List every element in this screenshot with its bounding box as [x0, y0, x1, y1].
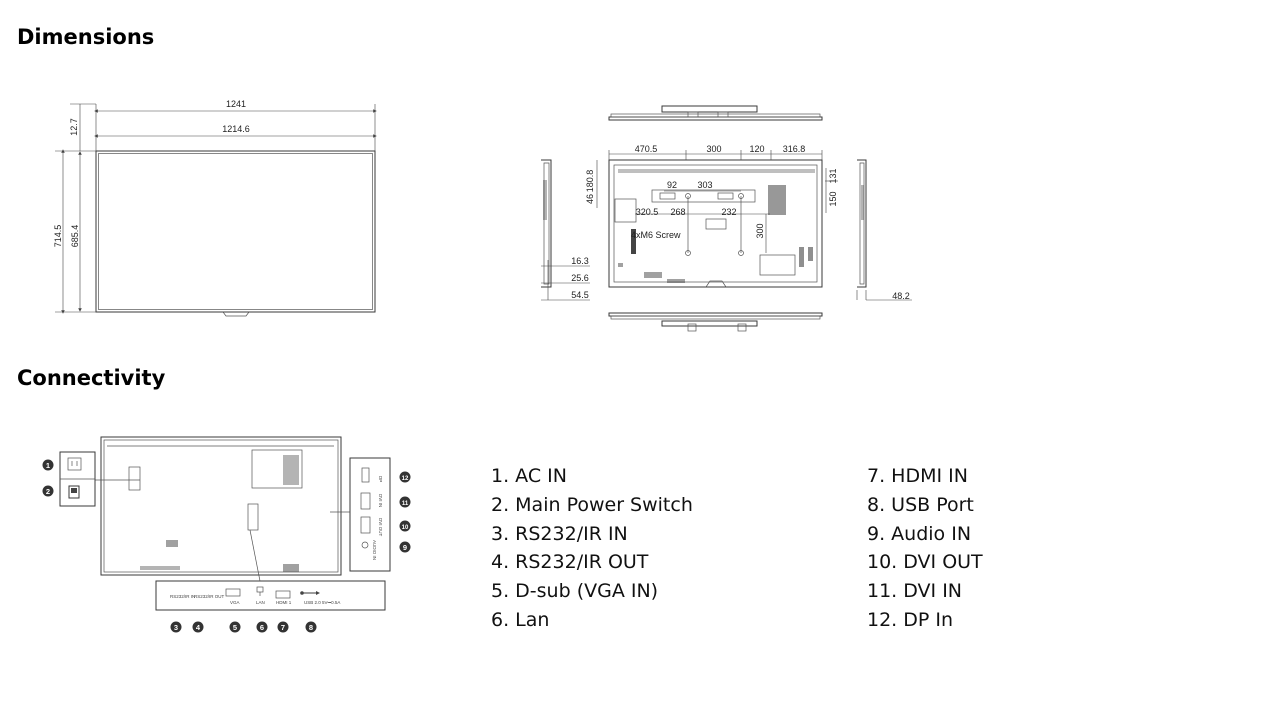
side-dim-3: 54.5 — [571, 290, 589, 300]
badge-3: 3 — [170, 621, 182, 633]
badge-11: 11 — [399, 496, 411, 508]
list-item: 12. DP In — [867, 608, 954, 631]
label-rs232-out: RS232/IR OUT — [194, 594, 225, 599]
rear-panel-drawing — [59, 436, 391, 611]
svg-text:5: 5 — [233, 623, 237, 632]
rear-dim-4: 316.8 — [783, 144, 806, 154]
label-dvi-out: DVI OUT — [378, 518, 383, 537]
label-dvi-in: DVI IN — [378, 494, 383, 507]
label-rs232-in: RS232/IR IN — [170, 594, 195, 599]
svg-text:4: 4 — [196, 623, 201, 632]
badge-12: 12 — [399, 471, 411, 483]
label-hdmi: HDMI 1 — [276, 600, 292, 605]
usb-icon — [300, 591, 320, 595]
svg-text:9: 9 — [403, 543, 407, 552]
list-item: 11. DVI IN — [867, 580, 963, 603]
label-lan: LAN — [256, 600, 265, 605]
rear-dim-10: 320.5 — [636, 207, 659, 217]
rear-dim-3: 120 — [749, 144, 764, 154]
rear-dim-9: 180.8 — [585, 170, 595, 193]
badge-8: 8 — [305, 621, 317, 633]
list-item: 3. RS232/IR IN — [491, 522, 628, 545]
svg-text:2: 2 — [46, 487, 50, 496]
svg-text:7: 7 — [281, 623, 285, 632]
badge-7: 7 — [277, 621, 289, 633]
dim-width-outer: 1241 — [226, 99, 246, 109]
svg-text:10: 10 — [402, 525, 409, 531]
label-usb: USB 2.0 5V⎓0.5A — [304, 600, 340, 605]
rear-dim-8: 46 — [585, 194, 595, 204]
connectivity-heading: Connectivity — [17, 366, 166, 390]
dim-bezel-top: 12.7 — [69, 118, 79, 136]
list-item: 1. AC IN — [491, 465, 567, 487]
badge-4: 4 — [192, 621, 204, 633]
svg-text:6: 6 — [260, 623, 264, 632]
power-plug-icon — [67, 457, 82, 471]
front-view-drawing — [55, 103, 377, 317]
list-item: 5. D-sub (VGA IN) — [491, 580, 659, 603]
connectivity-list-right: 7. HDMI IN 8. USB Port 9. Audio IN 10. D… — [867, 462, 983, 635]
rear-dim-13: 150 — [828, 191, 838, 206]
list-item: 9. Audio IN — [867, 522, 972, 545]
badge-6: 6 — [256, 621, 268, 633]
badge-1: 1 — [42, 459, 54, 471]
dim-height-outer: 714.5 — [53, 225, 63, 248]
rear-dim-7: 131 — [828, 168, 838, 183]
list-item: 10. DVI OUT — [867, 551, 983, 574]
svg-text:3: 3 — [174, 623, 178, 632]
rear-dim-11: 268 — [670, 207, 685, 217]
depth-dim: 48.2 — [892, 291, 910, 301]
lan-icon — [256, 586, 264, 596]
svg-text:8: 8 — [309, 623, 313, 632]
rear-dim-2: 300 — [706, 144, 721, 154]
rear-dim-6: 303 — [697, 180, 712, 190]
label-audio-in: AUDIO IN — [372, 540, 377, 560]
svg-text:12: 12 — [402, 476, 409, 482]
rear-view-drawing — [541, 105, 912, 332]
badge-2: 2 — [42, 485, 54, 497]
rear-dim-5: 92 — [667, 180, 677, 190]
side-dim-2: 25.6 — [571, 273, 589, 283]
connectivity-list-left: 1. AC IN 2. Main Power Switch 3. RS232/I… — [491, 462, 693, 635]
list-item: 2. Main Power Switch — [491, 493, 693, 516]
rear-dim-14: 300 — [755, 223, 765, 238]
power-switch-icon — [68, 485, 80, 499]
rear-dim-1: 470.5 — [635, 144, 658, 154]
label-dp: DP — [378, 476, 383, 482]
badge-9: 9 — [399, 541, 411, 553]
screw-label: 4xM6 Screw — [631, 230, 681, 240]
badge-5: 5 — [229, 621, 241, 633]
svg-text:1: 1 — [46, 461, 50, 470]
label-vga: VGA — [230, 600, 240, 605]
rear-dim-12: 232 — [721, 207, 736, 217]
side-dim-1: 16.3 — [571, 256, 589, 266]
svg-text:11: 11 — [402, 501, 409, 507]
dimensions-heading: Dimensions — [17, 25, 155, 49]
list-item: 4. RS232/IR OUT — [491, 551, 649, 574]
dim-width-inner: 1214.6 — [222, 124, 250, 134]
badge-10: 10 — [399, 520, 411, 532]
list-item: 7. HDMI IN — [867, 465, 968, 487]
list-item: 8. USB Port — [867, 493, 974, 516]
dim-height-inner: 685.4 — [70, 225, 80, 248]
list-item: 6. Lan — [491, 608, 550, 631]
